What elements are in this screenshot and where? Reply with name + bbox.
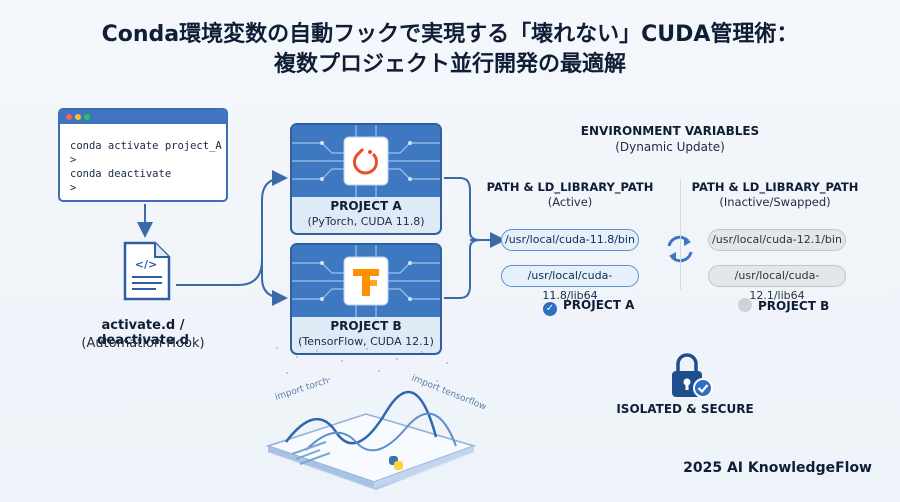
page-subtitle: 複数プロジェクト並行開発の最適解 xyxy=(273,52,626,77)
terminal-title-bar xyxy=(60,110,226,124)
arrow-project-a-to-env xyxy=(444,177,481,241)
inactive-status: PROJECT B xyxy=(738,298,829,313)
terminal-line: > xyxy=(70,154,77,166)
active-path-pill: /usr/local/cuda-11.8/lib64 xyxy=(501,265,639,302)
terminal-line: conda deactivate xyxy=(70,168,172,180)
terminal-line: conda activate project_A xyxy=(70,140,222,152)
inactive-dot-icon xyxy=(738,298,752,312)
active-column-sub: (Active) xyxy=(547,195,593,209)
check-icon: ✓ xyxy=(543,302,557,316)
terminal-output: conda activate project_A > conda deactiv… xyxy=(60,124,226,195)
active-path-pill: /usr/local/cuda-11.8/bin xyxy=(501,229,639,251)
project-b-card: PROJECT B (TensorFlow, CUDA 12.1) xyxy=(290,243,442,355)
hook-sub-label: (Automation Hook) xyxy=(81,336,205,351)
project-b-name: PROJECT B xyxy=(330,319,402,333)
swap-icon xyxy=(667,235,693,263)
inactive-column-sub: (Inactive/Swapped) xyxy=(719,195,831,209)
minimize-dot-icon xyxy=(75,114,81,120)
inactive-path-pill: /usr/local/cuda-12.1/bin xyxy=(708,229,846,251)
hook-label: activate.d / deactivate.d xyxy=(97,318,189,348)
env-subheading: (Dynamic Update) xyxy=(615,140,725,154)
arrow-project-b-to-env xyxy=(444,239,481,299)
active-status-label: PROJECT A xyxy=(563,298,635,312)
inactive-status-label: PROJECT B xyxy=(758,299,830,313)
security-label: ISOLATED & SECURE xyxy=(616,402,754,416)
terminal-window: conda activate project_A > conda deactiv… xyxy=(58,108,228,202)
code-visualization-illustration: import torch import tensorflow xyxy=(265,347,486,490)
env-heading: ENVIRONMENT VARIABLES xyxy=(580,124,760,138)
terminal-line: > xyxy=(70,182,77,194)
inactive-path-pill: /usr/local/cuda-12.1/lib64 xyxy=(708,265,846,302)
illustration-label: import tensorflow xyxy=(410,374,486,413)
active-column-heading: PATH & LD_LIBRARY_PATH xyxy=(486,180,654,194)
circuit-pattern xyxy=(292,125,440,197)
circuit-pattern xyxy=(292,245,440,317)
maximize-dot-icon xyxy=(84,114,90,120)
pytorch-icon xyxy=(353,147,378,175)
active-status: ✓ PROJECT A xyxy=(543,298,634,316)
inactive-column-heading: PATH & LD_LIBRARY_PATH xyxy=(691,180,859,194)
project-a-detail: (PyTorch, CUDA 11.8) xyxy=(307,215,425,228)
svg-text:</>: </> xyxy=(135,258,157,271)
column-divider xyxy=(680,180,681,290)
illustration-label: import torch xyxy=(274,376,330,403)
tensorflow-icon xyxy=(353,269,379,296)
page-title: Conda環境変数の自動フックで実現する「壊れない」CUDA管理術： xyxy=(101,22,799,47)
arrow-hook-to-project-b xyxy=(261,240,288,306)
close-dot-icon xyxy=(66,114,72,120)
script-file-icon: </> xyxy=(123,241,171,301)
footer-credit: 2025 AI KnowledgeFlow xyxy=(683,460,872,476)
project-a-card: PROJECT A (PyTorch, CUDA 11.8) xyxy=(290,123,442,235)
python-icon xyxy=(389,456,403,470)
project-a-name: PROJECT A xyxy=(330,199,402,213)
lock-icon xyxy=(672,353,713,398)
project-b-detail: (TensorFlow, CUDA 12.1) xyxy=(298,335,434,348)
